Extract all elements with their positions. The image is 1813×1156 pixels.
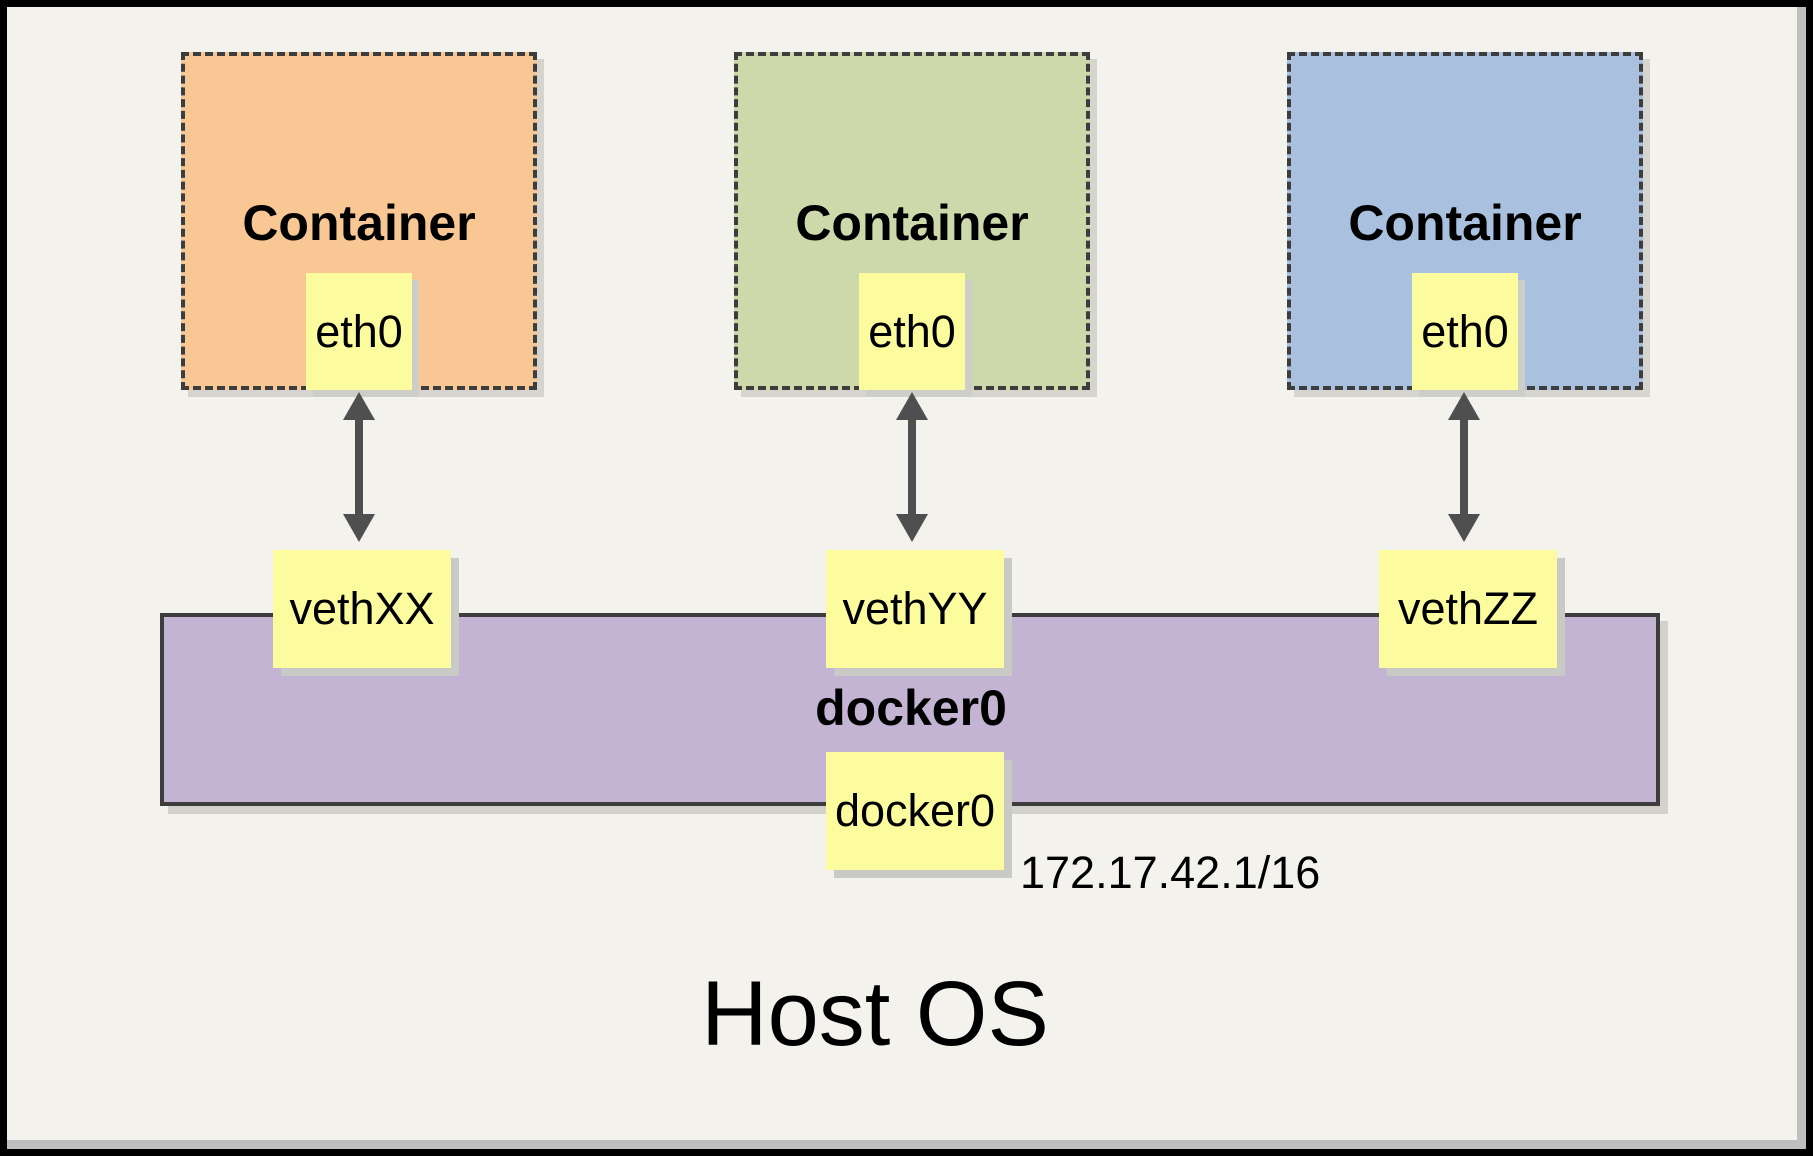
arrow-head-down-icon (1448, 514, 1480, 542)
veth-connection-arrow-1 (343, 392, 375, 542)
container-box-3: Container eth0 (1287, 52, 1643, 390)
bridge-ip-label: 172.17.42.1/16 (1020, 847, 1321, 898)
veth-label: vethXX (289, 583, 435, 634)
arrow-head-up-icon (1448, 392, 1480, 420)
container-box-2: Container eth0 (734, 52, 1090, 390)
veth-label: vethYY (842, 583, 988, 634)
arrow-head-up-icon (343, 392, 375, 420)
docker0-interface-label: docker0 (834, 785, 996, 836)
eth0-label: eth0 (868, 305, 956, 357)
veth-label: vethZZ (1397, 583, 1539, 634)
veth-box-3: vethZZ (1379, 550, 1557, 668)
arrow-line (1460, 416, 1468, 518)
docker0-bridge-label: docker0 (815, 680, 1007, 736)
eth0-box: eth0 (1412, 273, 1518, 390)
container-title: Container (1348, 195, 1582, 251)
arrow-head-down-icon (343, 514, 375, 542)
container-box-1: Container eth0 (181, 52, 537, 390)
arrow-head-down-icon (896, 514, 928, 542)
veth-box-1: vethXX (273, 550, 451, 668)
host-os-label: Host OS (701, 963, 1049, 1065)
arrow-line (355, 416, 363, 518)
eth0-box: eth0 (859, 273, 965, 390)
container-title: Container (242, 195, 476, 251)
veth-connection-arrow-3 (1448, 392, 1480, 542)
container-title: Container (795, 195, 1029, 251)
arrow-head-up-icon (896, 392, 928, 420)
eth0-label: eth0 (315, 305, 403, 357)
eth0-label: eth0 (1421, 305, 1509, 357)
diagram-stage: Container eth0 Container eth0 Container … (7, 7, 1806, 1149)
veth-connection-arrow-2 (896, 392, 928, 542)
docker0-interface-box: docker0 (826, 752, 1004, 870)
eth0-box: eth0 (306, 273, 412, 390)
veth-box-2: vethYY (826, 550, 1004, 668)
arrow-line (908, 416, 916, 518)
